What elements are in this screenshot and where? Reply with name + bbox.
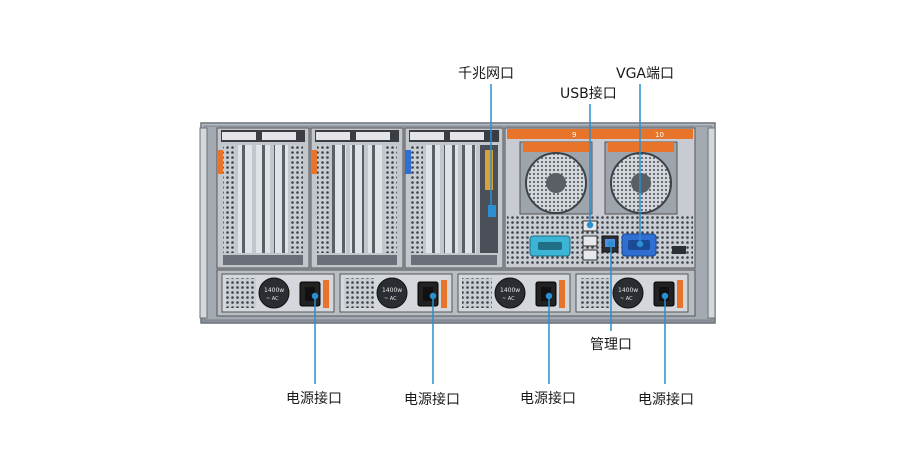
gigabit-port-label: 千兆网口 [458,66,514,82]
vga-port-label: VGA端口 [616,66,675,82]
pcie-riser-cage-2 [310,127,404,269]
pcie-riser-cage-3 [404,127,504,269]
psu-rating-text: 1400w [500,287,520,294]
usb-port-mid [582,235,598,247]
fan-2 [604,141,678,215]
bay-number-9: 9 [572,131,576,139]
fan-1 [519,141,593,215]
psu-ac-text: ~ AC [384,296,397,302]
power-port-label-4: 电源接口 [638,392,694,408]
power-port-label-2: 电源接口 [404,392,460,408]
psu-rating-text: 1400w [618,287,638,294]
power-supply-unit: 1400w ~ AC [575,273,689,313]
psu-rating-text: 1400w [264,287,284,294]
psu-ac-text: ~ AC [266,296,279,302]
usb-port-label: USB接口 [560,86,617,102]
io-module: 9 10 [504,127,696,269]
pcie-riser-cage-1 [216,127,310,269]
psu-ac-text: ~ AC [502,296,515,302]
power-port-label-1: 电源接口 [286,391,342,407]
callout-lines [311,84,669,384]
usb-port-bottom [582,249,598,261]
power-supply-unit: 1400w ~ AC [221,273,335,313]
power-supply-unit: 1400w ~ AC [339,273,453,313]
power-port-label-3: 电源接口 [520,391,576,407]
bay-number-10: 10 [655,131,664,139]
management-port-label: 管理口 [590,337,632,353]
power-supply-unit: 1400w ~ AC [457,273,571,313]
psu-rating-text: 1400w [382,287,402,294]
psu-ac-text: ~ AC [620,296,633,302]
